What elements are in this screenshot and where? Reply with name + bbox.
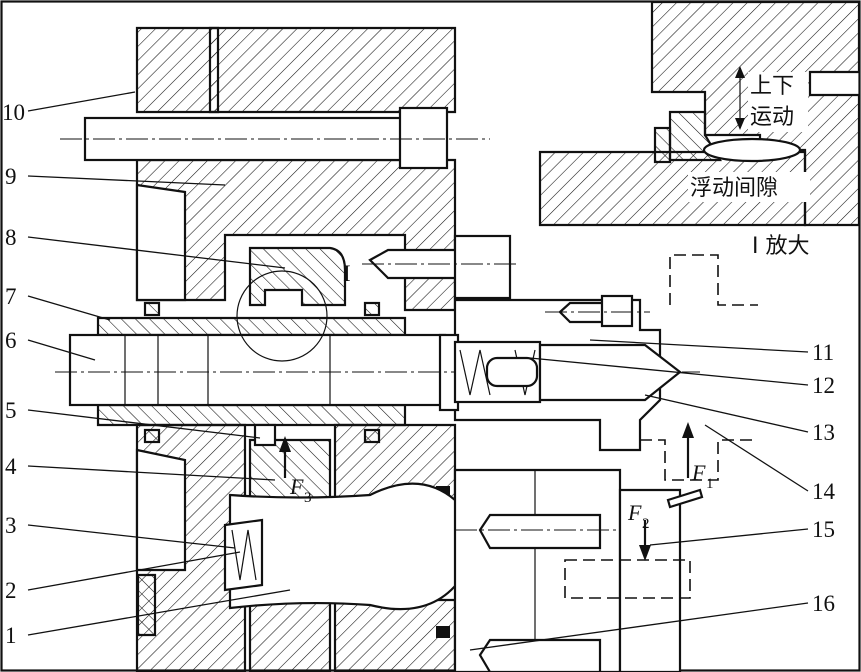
part-1-link	[228, 482, 470, 611]
part-15-block	[453, 468, 704, 672]
part-8-retainer	[248, 246, 347, 307]
label-13: 13	[812, 420, 835, 445]
svg-text:2: 2	[642, 516, 650, 532]
detail-small-key	[653, 126, 672, 164]
housing-window-left	[135, 183, 187, 302]
force-F1: F 1	[691, 460, 714, 492]
label-3: 3	[5, 513, 17, 538]
label-14: 14	[812, 479, 836, 504]
detail-gap-ellipse	[702, 137, 802, 163]
plunger	[453, 340, 682, 404]
label-9: 9	[5, 164, 17, 189]
label-10: 10	[2, 100, 25, 125]
part-labels: 10 9 8 7 6 5 4 3 2 1 11 12 13 14 15 16	[2, 100, 836, 648]
part-7-sleeve-top	[96, 316, 407, 337]
svg-text:3: 3	[304, 490, 312, 506]
part-14-phantom	[640, 254, 758, 481]
lower-housing	[135, 423, 457, 672]
detail-enlarge-label: I 放大	[752, 234, 809, 259]
detail-motion-label-2: 运动	[750, 105, 794, 130]
detail-gap-label: 浮动间隙	[690, 176, 778, 201]
label-2: 2	[5, 578, 17, 603]
part-10-flange	[135, 26, 220, 114]
bolt-upper	[60, 106, 490, 170]
label-1: 1	[5, 623, 17, 648]
label-11: 11	[812, 340, 834, 365]
detail-motion-label-1: 上下	[750, 74, 794, 99]
svg-text:F: F	[289, 474, 304, 499]
detail-view: 上下 运动 浮动间隙 I 放大	[538, 0, 861, 259]
label-8: 8	[5, 225, 17, 250]
part-5-sleeve-bottom	[96, 403, 407, 427]
svg-text:F: F	[627, 500, 642, 525]
svg-text:F: F	[691, 460, 706, 485]
part-13-pin	[538, 343, 682, 402]
label-16: 16	[812, 591, 835, 616]
force-F3: F 3	[289, 474, 312, 506]
part-9-body	[208, 26, 457, 114]
label-7: 7	[5, 284, 17, 309]
part-2-3-spring	[223, 518, 264, 592]
label-4: 4	[5, 454, 17, 479]
screw-small	[362, 234, 520, 300]
force-F2: F 2	[627, 500, 650, 532]
label-6: 6	[5, 328, 17, 353]
leader-lines	[27, 91, 809, 651]
part-11-screw	[545, 294, 650, 328]
label-15: 15	[812, 517, 835, 542]
force-arrows	[279, 422, 694, 561]
label-5: 5	[5, 398, 17, 423]
shaft-assembly	[55, 316, 700, 427]
part-6-shaft	[68, 333, 447, 407]
label-12: 12	[812, 373, 835, 398]
detail-circle-I	[236, 270, 328, 362]
detail-marker-I: I	[343, 261, 351, 286]
svg-text:1: 1	[706, 476, 714, 492]
housing	[135, 26, 457, 312]
